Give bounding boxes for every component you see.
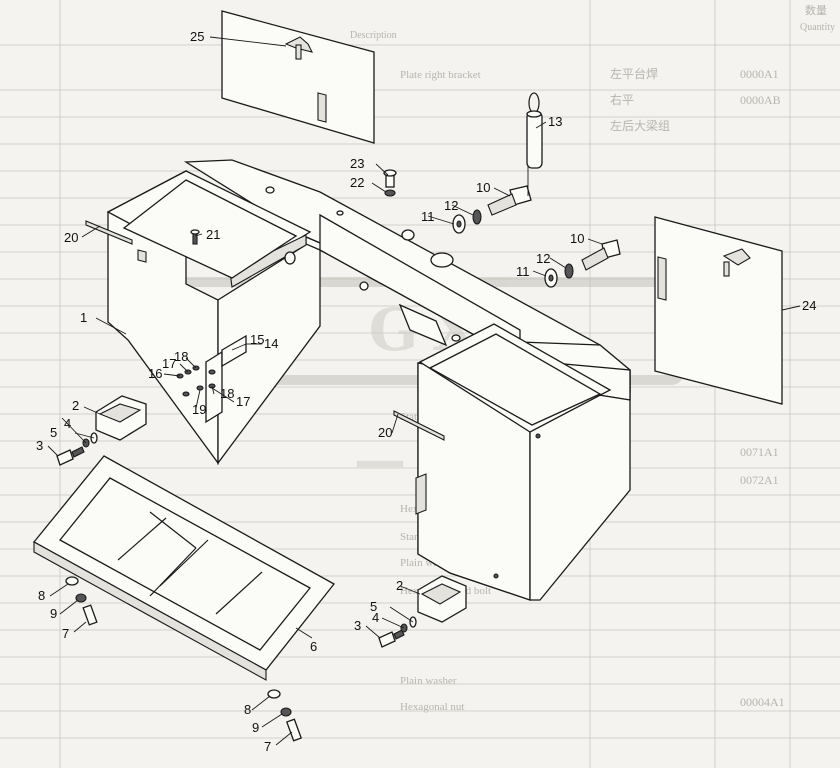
callout-c12b: 12 bbox=[536, 251, 550, 266]
callout-c1: 1 bbox=[80, 310, 87, 325]
bg-row-1: 左平台焊 bbox=[610, 66, 658, 81]
callout-c17a: 17 bbox=[162, 356, 176, 371]
frame-body-1 bbox=[106, 159, 631, 601]
callout-c7a: 7 bbox=[62, 626, 69, 641]
callout-c15: 15 bbox=[250, 332, 264, 347]
bg-row-28-en: Plain washer bbox=[400, 675, 457, 687]
callout-c10a: 10 bbox=[476, 180, 490, 195]
callout-c17b: 17 bbox=[236, 394, 250, 409]
callout-c9a: 9 bbox=[50, 606, 57, 621]
cover-plate-25 bbox=[221, 10, 375, 144]
callout-c4b: 4 bbox=[372, 610, 379, 625]
callout-c24: 24 bbox=[802, 298, 816, 313]
bg-row-1-en: Plate right bracket bbox=[400, 69, 481, 81]
spring-washer-12 bbox=[472, 209, 574, 279]
callout-c3b: 3 bbox=[354, 618, 361, 633]
callout-c2a: 2 bbox=[72, 398, 79, 413]
bg-code-3: 0071A1 bbox=[740, 445, 779, 459]
bg-code-1: 0000A1 bbox=[740, 67, 779, 81]
callout-c20a: 20 bbox=[64, 230, 78, 245]
callout-c7b: 7 bbox=[264, 739, 271, 754]
bg-header-quantity-en: Quantity bbox=[800, 22, 835, 33]
cover-plate-24 bbox=[654, 216, 783, 405]
fasteners-7-8-9-left bbox=[65, 576, 98, 626]
bolt-washer-3-4-5-right bbox=[378, 616, 417, 648]
step-bracket-2-left bbox=[95, 395, 147, 441]
callout-c21: 21 bbox=[206, 227, 220, 242]
callout-c4a: 4 bbox=[64, 416, 71, 431]
callout-c23: 23 bbox=[350, 156, 364, 171]
hex-bolt-10-right bbox=[581, 239, 621, 271]
callout-c13: 13 bbox=[548, 114, 562, 129]
stud-21 bbox=[190, 229, 200, 245]
callout-c8b: 8 bbox=[244, 702, 251, 717]
bg-row-2: 右平 bbox=[610, 92, 634, 107]
fasteners-7-8-9-right bbox=[267, 689, 303, 742]
callout-c5b: 5 bbox=[370, 599, 377, 614]
callout-c6: 6 bbox=[310, 639, 317, 654]
step-bracket-2-right bbox=[417, 575, 467, 623]
callout-c16: 16 bbox=[148, 366, 162, 381]
callout-c5a: 5 bbox=[50, 425, 57, 440]
callout-c18a: 18 bbox=[174, 349, 188, 364]
bolt-washer-3-4-5-left bbox=[56, 432, 98, 466]
callout-c19: 19 bbox=[192, 402, 206, 417]
callout-c3a: 3 bbox=[36, 438, 43, 453]
bg-code-2: 0000AB bbox=[740, 93, 781, 107]
step-ladder-6 bbox=[33, 455, 335, 681]
callout-c25: 25 bbox=[190, 29, 204, 44]
bg-header-quantity-cn: 数量 bbox=[805, 4, 827, 17]
bg-header-description: Description bbox=[350, 30, 397, 41]
bg-row-29-en: Hexagonal nut bbox=[400, 701, 464, 713]
callout-c22: 22 bbox=[350, 175, 364, 190]
callout-c10b: 10 bbox=[570, 231, 584, 246]
bg-code-4: 0072A1 bbox=[740, 473, 779, 487]
callout-c9b: 9 bbox=[252, 720, 259, 735]
rod-20 bbox=[85, 220, 445, 441]
callout-c14: 14 bbox=[264, 336, 278, 351]
leader-lines bbox=[47, 36, 801, 746]
callout-c2b: 2 bbox=[396, 578, 403, 593]
pin-13 bbox=[526, 92, 543, 169]
callout-c12a: 12 bbox=[444, 198, 458, 213]
callout-c11b: 11 bbox=[516, 264, 530, 279]
callout-c11a: 11 bbox=[421, 209, 435, 224]
bg-row-3: 左后大梁组 bbox=[610, 118, 670, 133]
callout-c18b: 18 bbox=[220, 386, 234, 401]
bg-code-5: 00004A1 bbox=[740, 695, 785, 709]
callout-c20b: 20 bbox=[378, 425, 392, 440]
callout-c8a: 8 bbox=[38, 588, 45, 603]
hex-bolt-10-upper bbox=[487, 185, 532, 216]
